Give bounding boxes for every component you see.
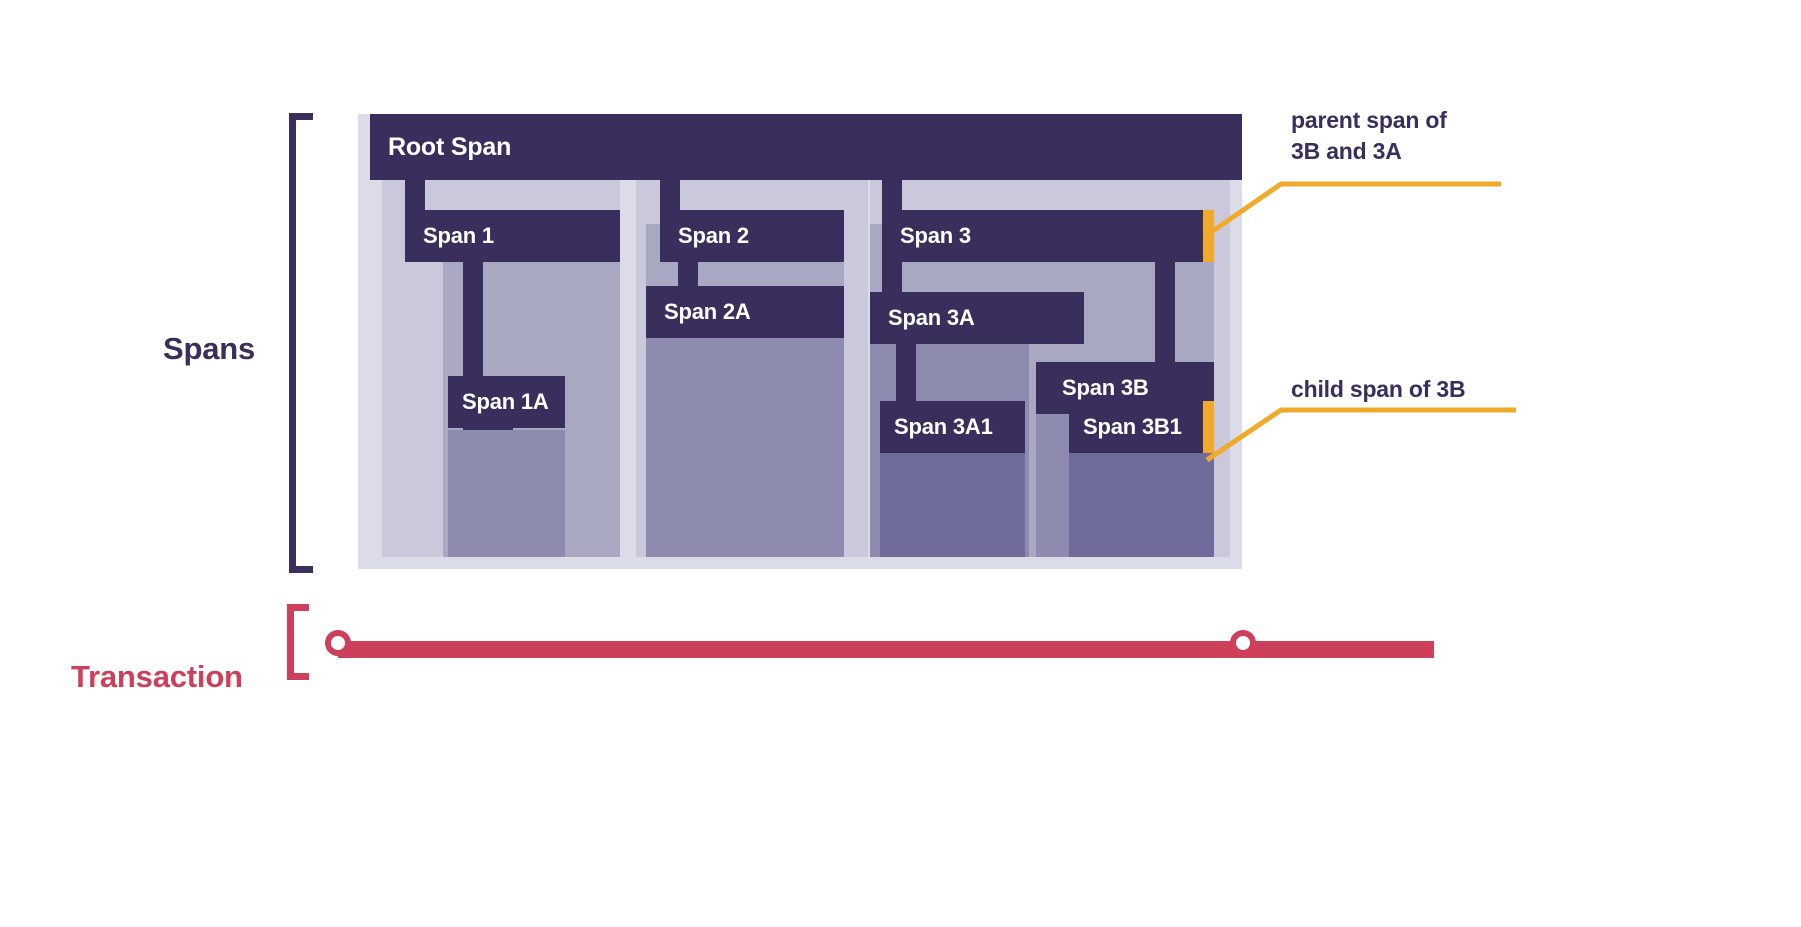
callout-parent-span: parent span of 3B and 3A [1291, 105, 1581, 167]
span-header-root[interactable]: Root Span [370, 114, 1242, 180]
span-header-1a[interactable]: Span 1A [448, 376, 565, 428]
span-body-3a1 [880, 453, 1025, 557]
span-header-2a[interactable]: Span 2A [646, 286, 844, 338]
callout-parent-line1: parent span of [1291, 107, 1447, 133]
span-body-3b1 [1069, 453, 1214, 557]
span-header-1[interactable]: Span 1 [405, 210, 620, 262]
span-header-3b1[interactable]: Span 3B1 [1069, 401, 1214, 453]
span-body-2a [646, 338, 844, 557]
transaction-bar [338, 641, 1434, 658]
marker-parent-span-of-3b-and-3a [1203, 210, 1214, 262]
span-header-3a1[interactable]: Span 3A1 [880, 401, 1025, 453]
transaction-start-dot [325, 630, 351, 656]
callout-child-line1: child span of 3B [1291, 376, 1466, 402]
callout-parent-line2: 3B and 3A [1291, 138, 1402, 165]
span-body-1a [448, 430, 565, 557]
transaction-end-dot [1230, 630, 1256, 656]
marker-child-span-of-3b [1203, 401, 1214, 453]
span-header-3[interactable]: Span 3 [882, 210, 1214, 262]
callout-child-span: child span of 3B [1291, 374, 1591, 405]
connector-span3-to-span3b [1155, 262, 1175, 374]
span-header-3a[interactable]: Span 3A [870, 292, 1084, 344]
span-header-2[interactable]: Span 2 [660, 210, 844, 262]
span-chart-container: Root Span Span 1 Span 1A Span 2 Span 2A … [358, 114, 1242, 569]
spans-bracket [289, 113, 313, 573]
spans-label: Spans [163, 331, 256, 366]
transaction-bracket [287, 604, 309, 680]
transaction-label: Transaction [71, 659, 243, 694]
